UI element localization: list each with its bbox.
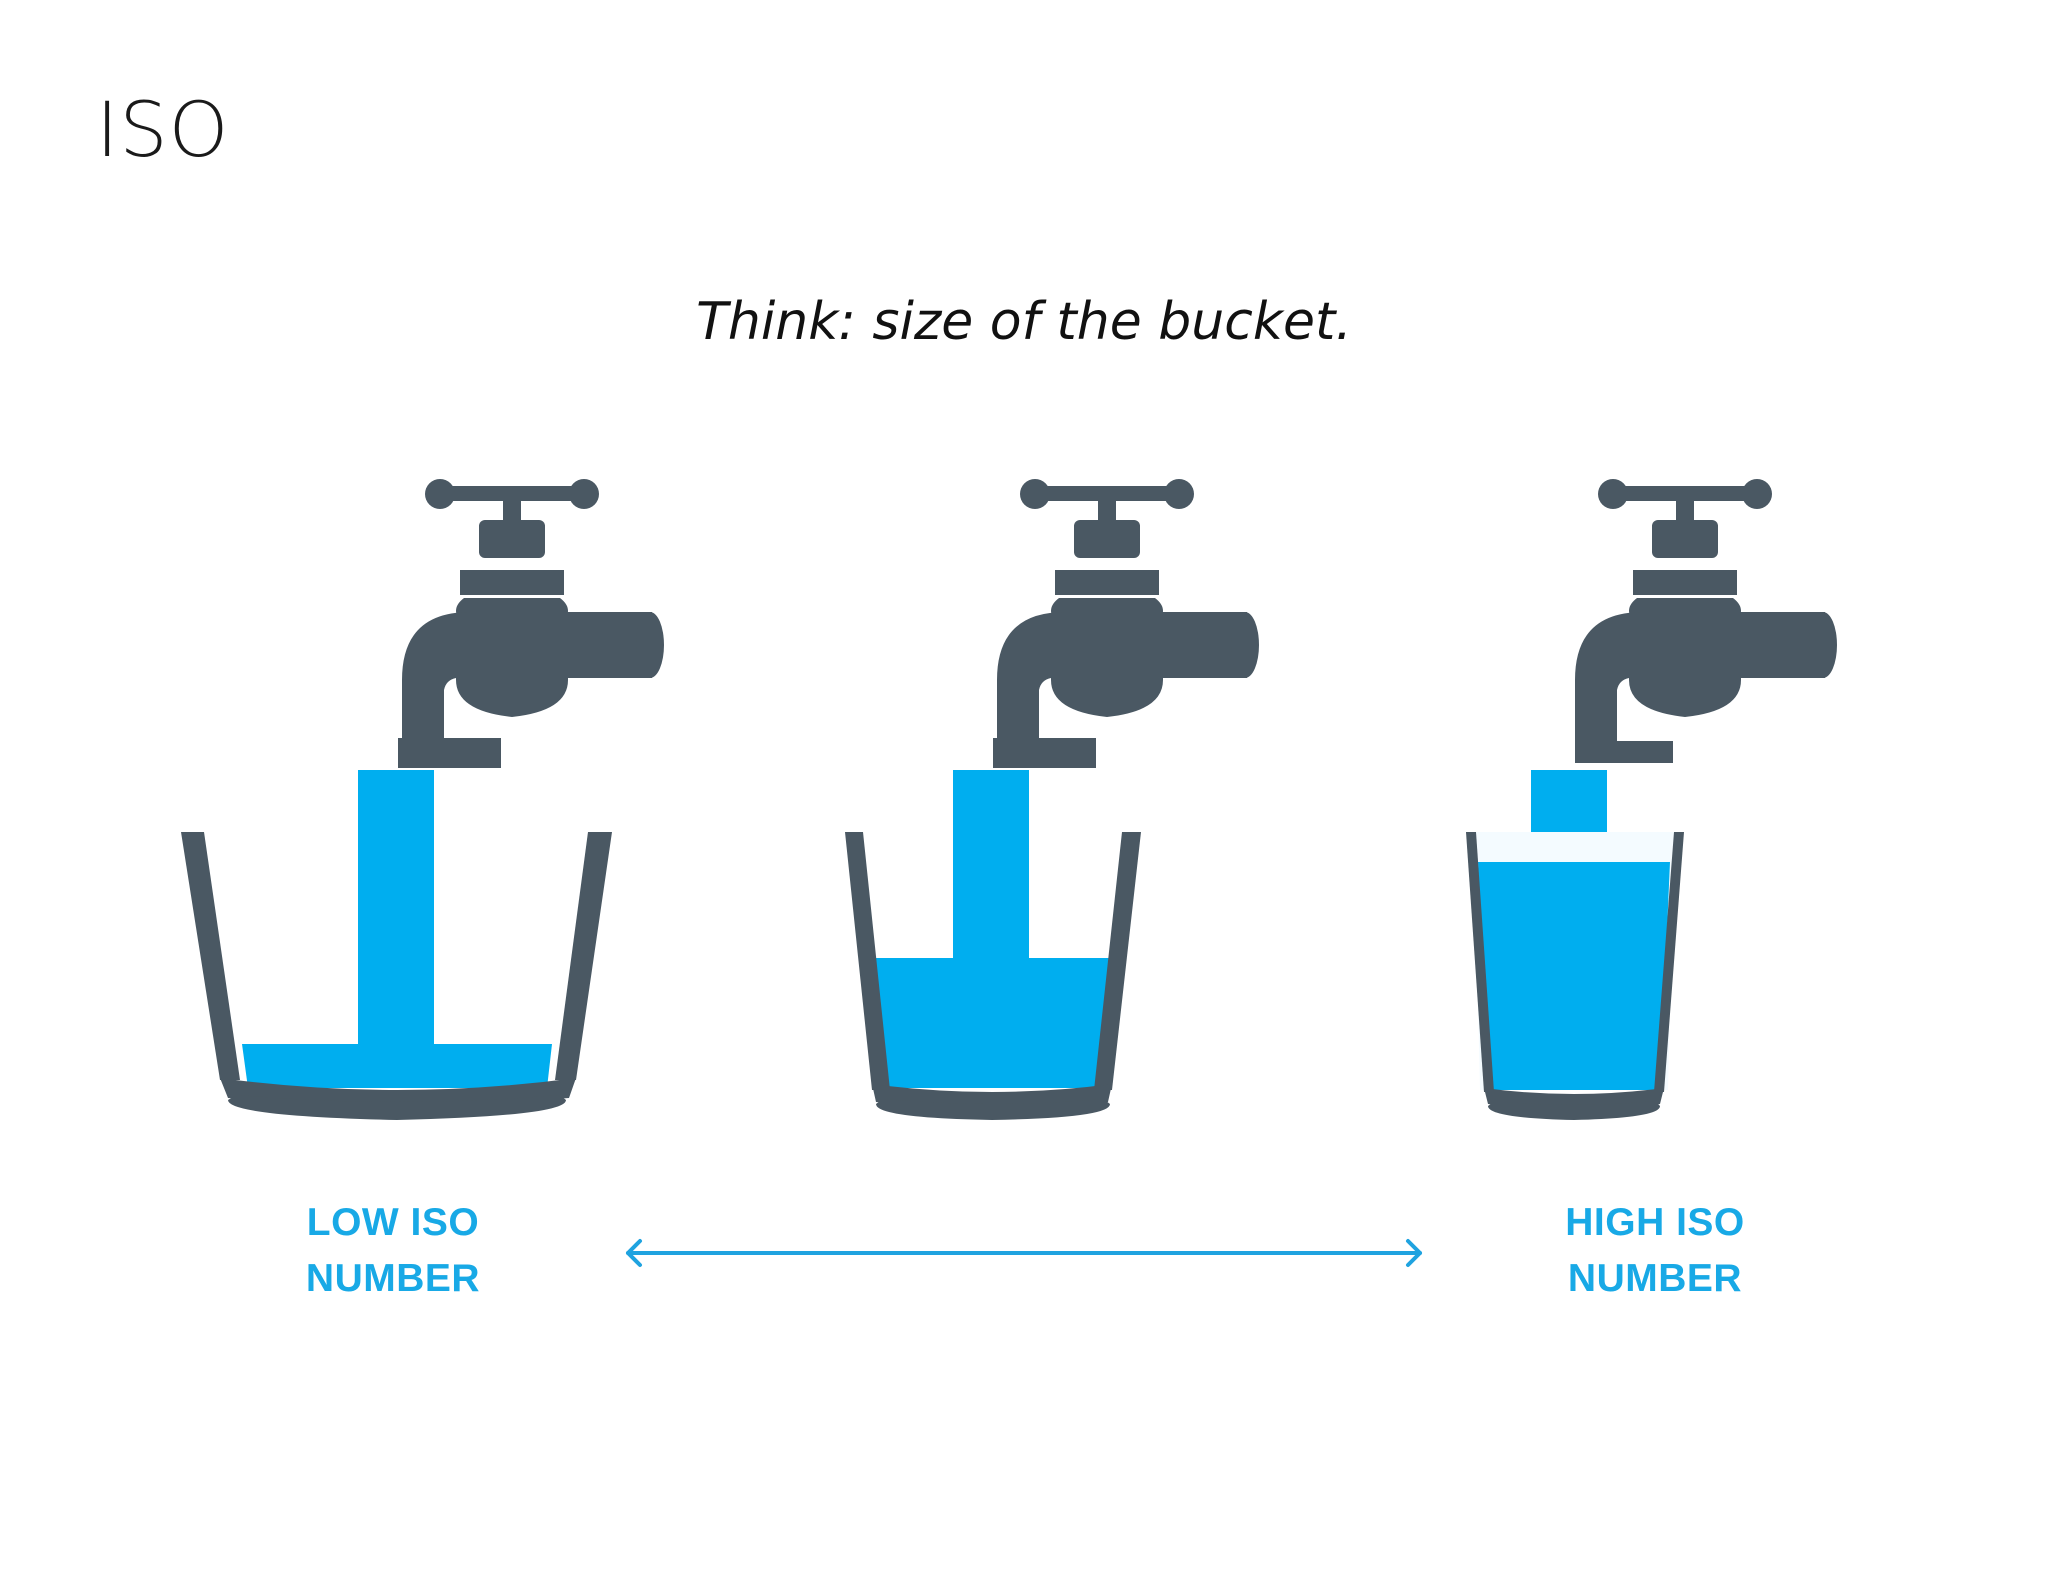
high-iso-label-line2: NUMBER [1567, 1257, 1743, 1300]
high-iso-label-line1: HIGH ISO [1565, 1201, 1745, 1244]
double-arrow-icon [626, 1239, 1422, 1267]
faucet-icon [398, 479, 664, 768]
bucket-icon [845, 832, 1141, 1120]
page-title: ISO [96, 85, 230, 174]
high-iso-label: HIGH ISO NUMBER [1505, 1195, 1805, 1307]
faucet-icon [993, 479, 1259, 768]
water-stream-icon [358, 770, 434, 1044]
water-stream-icon [953, 770, 1029, 960]
low-iso-label-line1: LOW ISO [306, 1201, 480, 1244]
subtitle: Think: size of the bucket. [696, 292, 1352, 352]
low-iso-label-line2: NUMBER [305, 1257, 481, 1300]
low-iso-label: LOW ISO NUMBER [243, 1195, 543, 1307]
faucet-icon [1575, 479, 1837, 763]
bucket-icon [1466, 832, 1684, 1120]
bucket-icon [181, 832, 612, 1120]
